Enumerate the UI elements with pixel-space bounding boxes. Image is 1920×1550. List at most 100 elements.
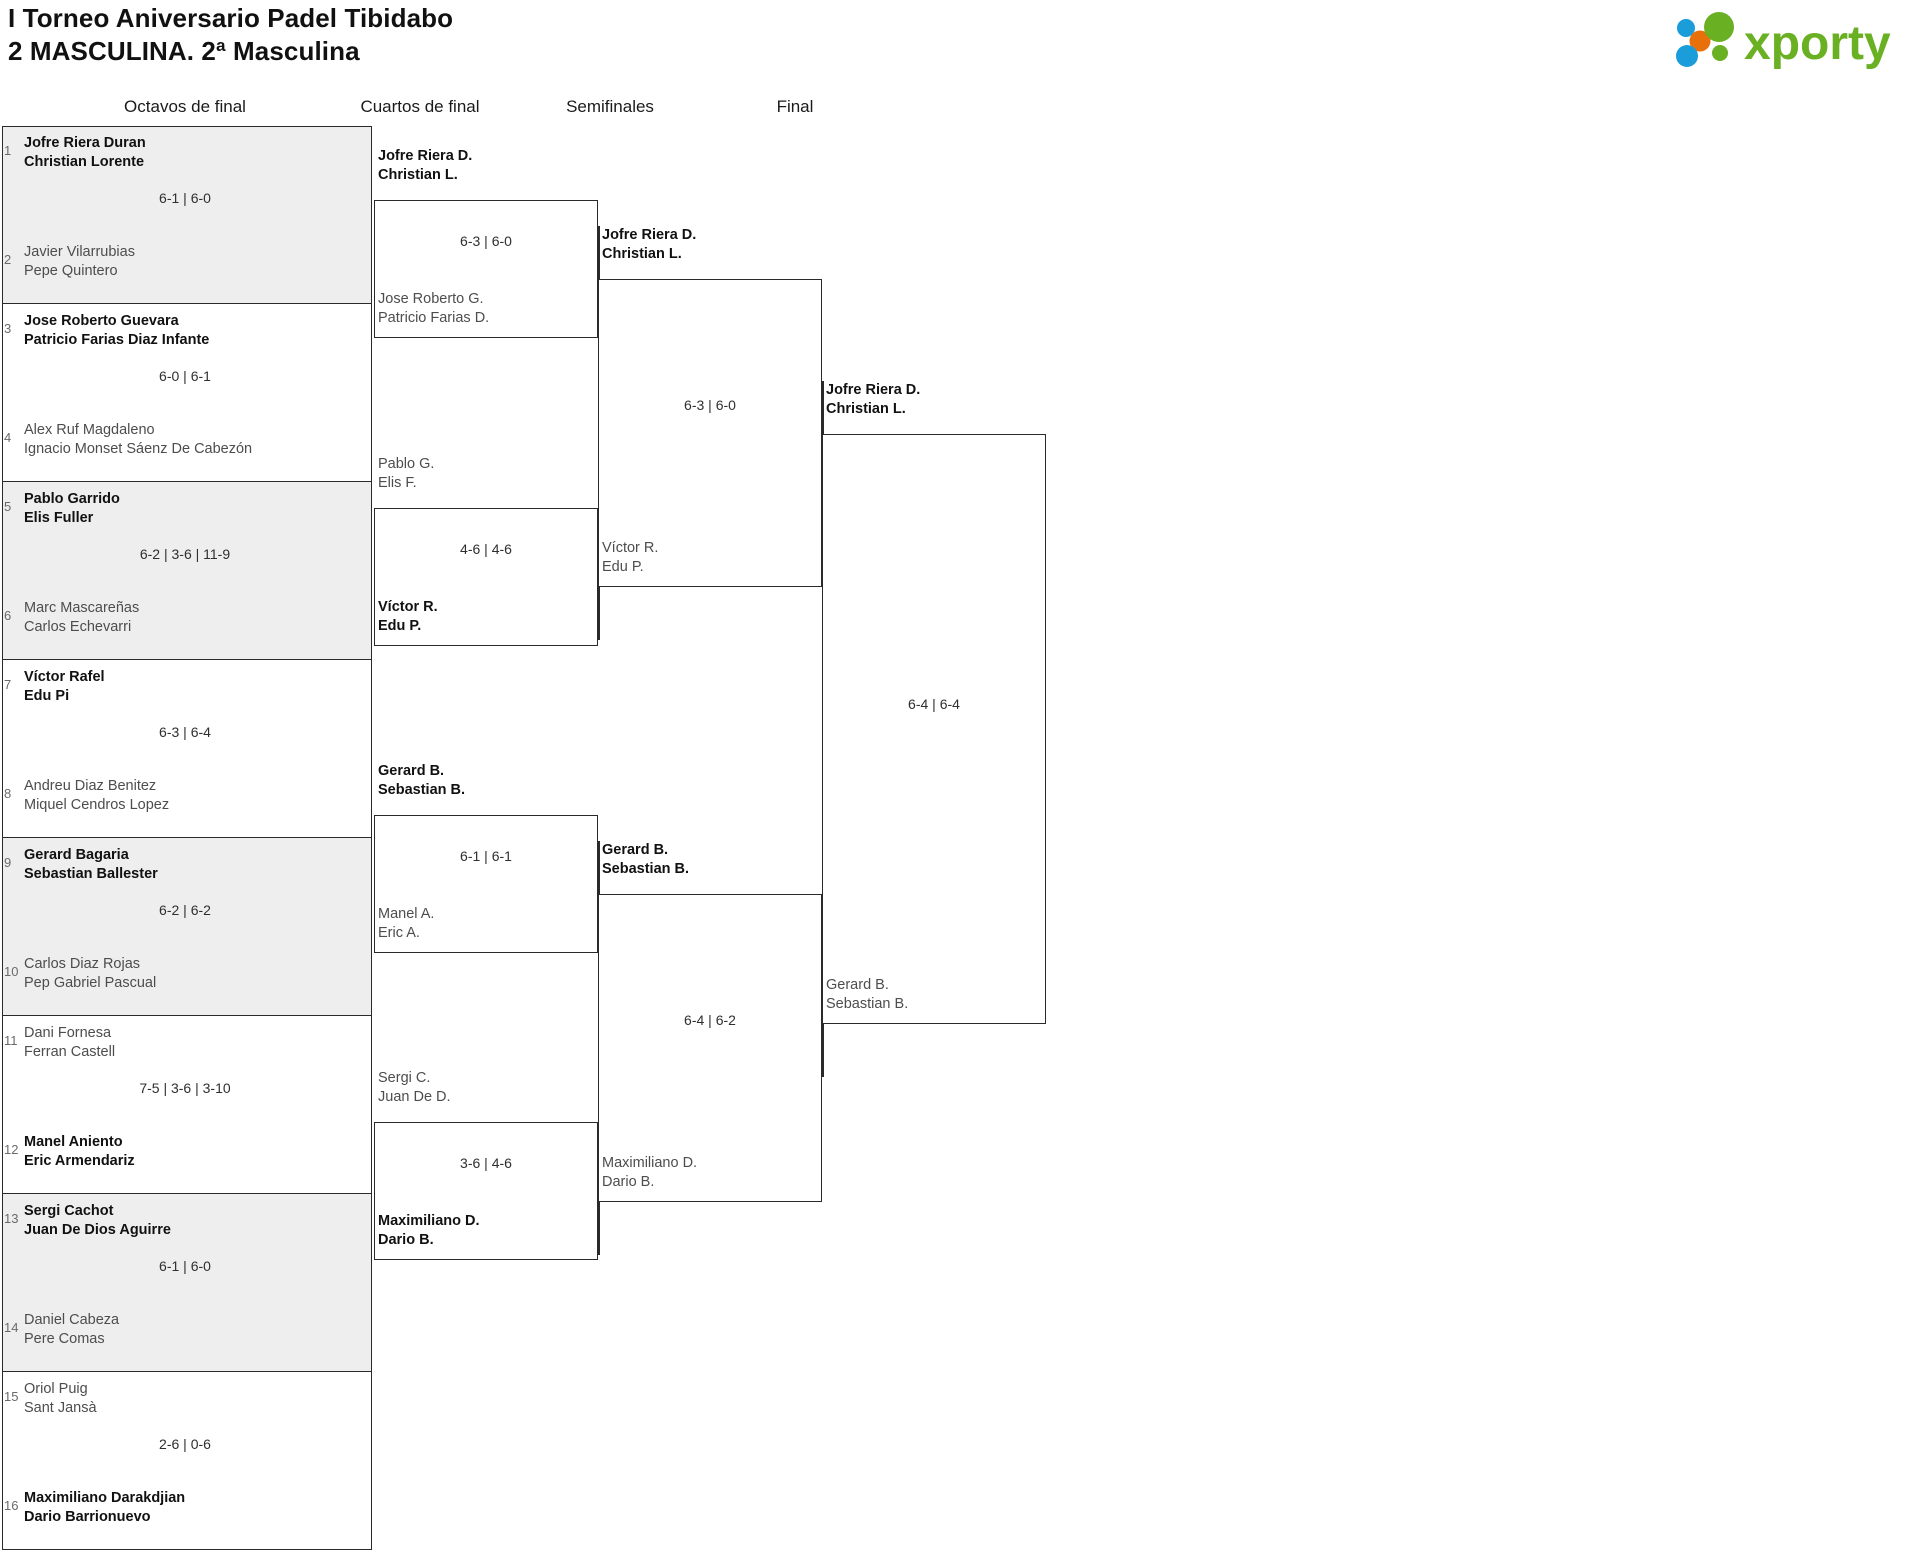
player-name-2: Edu P.	[602, 559, 644, 575]
match-box-cuartos-3[interactable]	[374, 815, 598, 953]
player-name-1: Gerard B.	[826, 977, 889, 993]
player-name-2: Patricio Farias D.	[378, 310, 490, 326]
team-bottom: Víctor R.Edu P.	[602, 539, 826, 577]
seed-number: 6	[4, 608, 12, 623]
player-name-1: Alex Ruf Magdaleno	[24, 422, 155, 438]
logo-dot-orange	[1689, 30, 1711, 52]
player-name-2: Sebastian B.	[826, 996, 909, 1012]
round-header-cuartos: Cuartos de final	[360, 97, 480, 116]
player-name-1: Manel Aniento	[24, 1134, 123, 1150]
match-box-semifinal-1[interactable]	[598, 279, 822, 587]
match-box-octavos-1[interactable]	[2, 126, 372, 304]
match-box-octavos-4[interactable]	[2, 660, 372, 838]
team-bottom: Maximiliano D.Dario B.	[378, 1212, 602, 1250]
match-score: 6-2 | 3-6 | 11-9	[139, 546, 231, 562]
match-box-octavos-5[interactable]	[2, 838, 372, 1016]
match-score: 6-1 | 6-0	[159, 190, 211, 206]
match-box-octavos-3[interactable]	[2, 482, 372, 660]
player-name-2: Elis Fuller	[24, 510, 94, 526]
category-subtitle: 2 MASCULINA. 2ª Masculina	[8, 36, 360, 66]
match-score: 3-6 | 4-6	[460, 1155, 512, 1171]
team-top: Pablo G.Elis F.	[378, 455, 602, 493]
team-top: Sergi C.Juan De D.	[378, 1069, 602, 1107]
seed-number: 14	[4, 1320, 19, 1335]
connector-final-top	[822, 381, 824, 434]
seed-number: 11	[4, 1033, 18, 1048]
player-name-1: Víctor Rafel	[24, 669, 105, 685]
match-score: 6-0 | 6-1	[159, 368, 211, 384]
player-name-2: Ferran Castell	[24, 1044, 116, 1060]
player-name-1: Sergi C.	[378, 1070, 431, 1086]
match-box-octavos-7[interactable]	[2, 1194, 372, 1372]
seed-number: 2	[4, 252, 12, 267]
team-top: Jofre Riera D. Christian L.	[378, 147, 602, 185]
seed-number: 16	[4, 1498, 19, 1513]
match-box-final[interactable]	[822, 434, 1046, 1024]
player-name-1: Oriol Puig	[24, 1381, 88, 1397]
player-name-2: Dario Barrionuevo	[24, 1509, 151, 1525]
player-name-1: Maximiliano D.	[378, 1213, 480, 1229]
player-name-1: Jose Roberto G.	[378, 291, 484, 307]
xporty-logo[interactable]: xporty	[1672, 8, 1902, 70]
seed-number: 3	[4, 321, 12, 336]
logo-dot-blue-top	[1677, 19, 1695, 37]
team-top: Jofre Riera D. Christian L.	[826, 381, 1050, 419]
team-top: Jofre Riera D. Christian L.	[602, 226, 826, 264]
tournament-title-block: I Torneo Aniversario Padel Tibidabo 2 MA…	[8, 2, 453, 68]
player-name-2: Christian L.	[378, 167, 458, 183]
team-bottom: Maximiliano D.Dario B.	[602, 1154, 826, 1192]
player-name-2: Eric A.	[378, 925, 420, 941]
match-score: 6-2 | 6-2	[159, 902, 211, 918]
player-name-1: Manel A.	[378, 906, 435, 922]
match-score: 6-4 | 6-2	[684, 1012, 736, 1028]
seed-number: 13	[4, 1211, 19, 1226]
player-name-1: Andreu Diaz Benitez	[24, 778, 157, 794]
player-name-1: Jofre Riera D.	[826, 382, 921, 398]
player-name-2: Pere Comas	[24, 1331, 105, 1347]
player-name-2: Christian L.	[602, 246, 682, 262]
player-name-2: Pepe Quintero	[24, 263, 118, 279]
seed-number: 9	[4, 855, 12, 870]
player-name-2: Patricio Farias Diaz Infante	[24, 332, 210, 348]
player-name-1: Jofre Riera D.	[378, 148, 473, 164]
seed-number: 8	[4, 786, 12, 801]
match-score: 6-3 | 6-0	[460, 233, 512, 249]
player-name-1: Gerard B.	[378, 763, 445, 779]
player-name-2: Christian Lorente	[24, 154, 145, 170]
match-box-semifinal-2[interactable]	[598, 894, 822, 1202]
match-score: 6-3 | 6-4	[159, 724, 211, 740]
player-name-1: Sergi Cachot	[24, 1203, 114, 1219]
page-title: I Torneo Aniversario Padel Tibidabo	[8, 3, 454, 33]
match-score: 6-4 | 6-4	[908, 696, 960, 712]
player-name-1: Marc Mascareñas	[24, 600, 140, 616]
player-name-2: Sebastian B.	[378, 782, 466, 798]
match-box-octavos-2[interactable]	[2, 304, 372, 482]
match-box-octavos-6[interactable]	[2, 1016, 372, 1194]
match-box-cuartos-2[interactable]	[374, 508, 598, 646]
page-header: I Torneo Aniversario Padel Tibidabo 2 MA…	[0, 0, 1920, 92]
player-name-2: Christian L.	[826, 401, 906, 417]
seed-number: 7	[4, 677, 12, 692]
match-box-cuartos-1[interactable]	[374, 200, 598, 338]
match-score: 4-6 | 4-6	[460, 541, 512, 557]
seed-number: 10	[4, 964, 19, 979]
player-name-2: Elis F.	[378, 475, 417, 491]
player-name-1: Carlos Diaz Rojas	[24, 956, 141, 972]
player-name-1: Javier Vilarrubias	[24, 244, 135, 260]
player-name-1: Jofre Riera D.	[602, 227, 697, 243]
match-box-cuartos-4[interactable]	[374, 1122, 598, 1260]
player-name-2: Sant Jansà	[24, 1400, 97, 1416]
connector-semis-1-bottom	[598, 587, 600, 640]
player-name-1: Víctor R.	[378, 599, 438, 615]
logo-wordmark: xporty	[1744, 17, 1891, 70]
player-name-2: Dario B.	[602, 1174, 655, 1190]
